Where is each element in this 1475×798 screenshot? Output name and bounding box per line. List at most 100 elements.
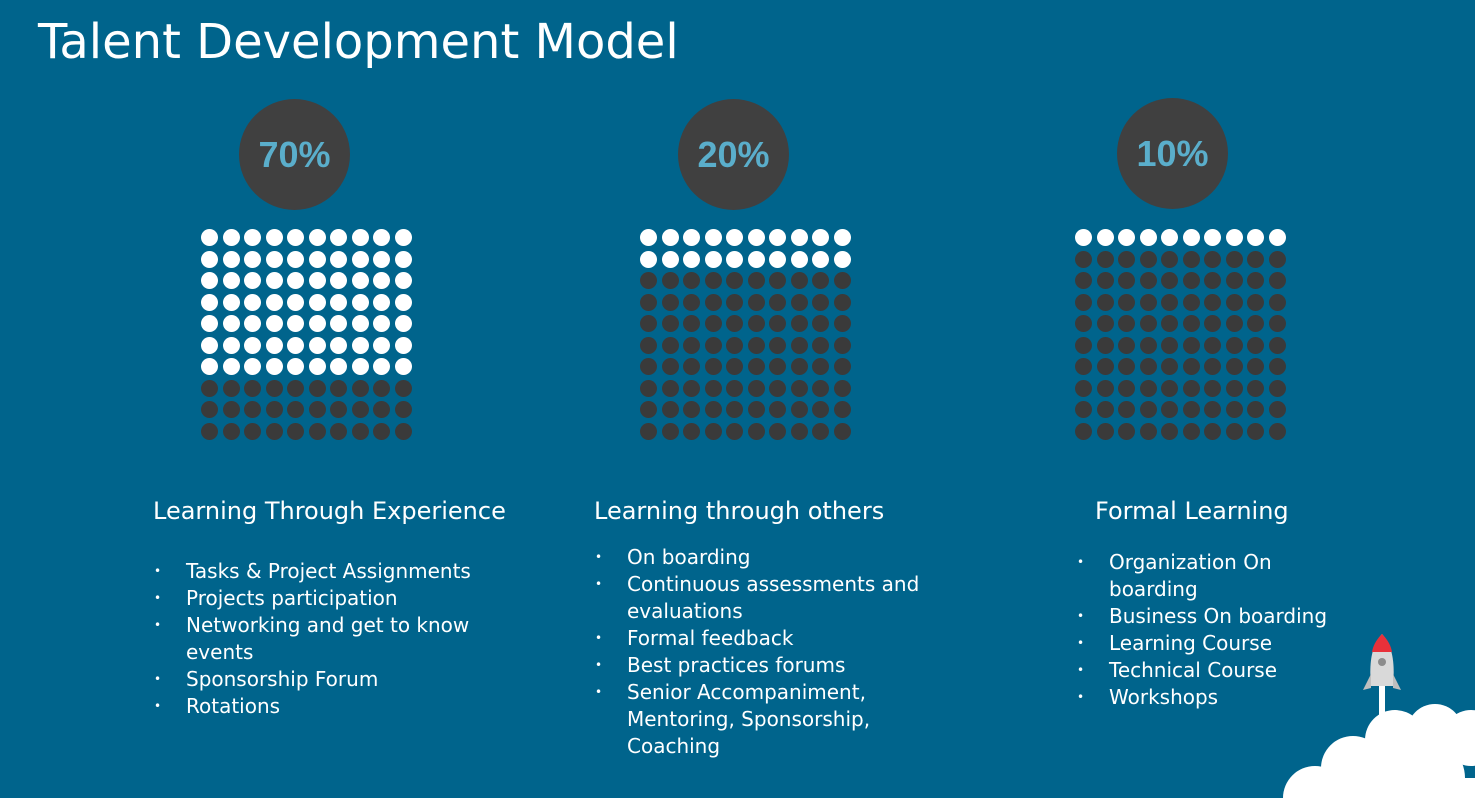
list-item: •Formal feedback (595, 626, 794, 650)
dot-empty (1096, 358, 1114, 375)
dot-empty (812, 336, 829, 354)
column-heading: Formal Learning (1095, 497, 1289, 525)
dot-grid (1075, 229, 1286, 440)
dot-empty (244, 422, 261, 440)
dot-empty (769, 272, 786, 289)
dot-empty (373, 401, 390, 418)
dot-empty (1268, 293, 1286, 311)
dot-filled (287, 336, 304, 354)
dot-empty (1182, 422, 1200, 440)
dot-empty (812, 315, 829, 332)
dot-empty (661, 401, 679, 418)
dot-empty (726, 422, 743, 440)
dot-empty (1096, 401, 1114, 418)
dot-empty (265, 379, 283, 397)
dot-filled (790, 250, 808, 268)
dot-filled (394, 293, 412, 311)
dot-empty (833, 358, 851, 375)
dot-empty (812, 358, 829, 375)
dot-filled (812, 250, 829, 268)
dot-empty (1139, 336, 1157, 354)
dot-empty (683, 293, 700, 311)
dot-empty (1225, 293, 1243, 311)
dot-filled (265, 336, 283, 354)
dot-empty (1204, 315, 1221, 332)
dot-empty (1139, 272, 1157, 289)
dot-empty (330, 379, 347, 397)
dot-empty (373, 422, 390, 440)
dot-empty (704, 336, 722, 354)
dot-empty (704, 401, 722, 418)
dot-empty (1225, 401, 1243, 418)
dot-empty (640, 401, 657, 418)
dot-empty (1182, 250, 1200, 268)
dot-empty (351, 379, 369, 397)
dot-empty (222, 422, 240, 440)
dot-filled (1268, 229, 1286, 246)
dot-empty (1096, 422, 1114, 440)
dot-filled (287, 315, 304, 332)
dot-empty (1247, 379, 1264, 397)
dot-empty (661, 272, 679, 289)
dot-filled (1118, 229, 1135, 246)
dot-empty (394, 422, 412, 440)
dot-empty (201, 422, 218, 440)
dot-empty (812, 401, 829, 418)
dot-empty (244, 379, 261, 397)
dot-empty (1096, 250, 1114, 268)
dot-filled (704, 250, 722, 268)
dot-empty (683, 336, 700, 354)
dot-filled (351, 229, 369, 246)
dot-empty (769, 315, 786, 332)
dot-filled (351, 358, 369, 375)
dot-empty (1182, 315, 1200, 332)
dot-empty (1204, 250, 1221, 268)
dot-empty (683, 379, 700, 397)
dot-empty (1161, 272, 1178, 289)
dot-empty (373, 379, 390, 397)
dot-empty (726, 401, 743, 418)
dot-filled (201, 293, 218, 311)
dot-filled (1247, 229, 1264, 246)
dot-empty (726, 315, 743, 332)
dot-filled (308, 336, 326, 354)
dot-filled (308, 315, 326, 332)
dot-empty (1268, 401, 1286, 418)
dot-filled (394, 272, 412, 289)
dot-empty (1075, 250, 1092, 268)
percent-label: 70% (258, 133, 331, 175)
dot-filled (373, 315, 390, 332)
dot-empty (1139, 293, 1157, 311)
list-item: •Organization On boarding (1077, 550, 1272, 601)
dot-empty (1161, 379, 1178, 397)
dot-filled (265, 229, 283, 246)
page-title: Talent Development Model (38, 14, 679, 70)
dot-filled (351, 293, 369, 311)
dot-empty (1182, 293, 1200, 311)
dot-empty (1096, 379, 1114, 397)
dot-filled (1075, 229, 1092, 246)
dot-empty (1204, 336, 1221, 354)
dot-empty (1161, 358, 1178, 375)
dot-empty (1161, 422, 1178, 440)
dot-empty (683, 401, 700, 418)
dot-empty (704, 379, 722, 397)
dot-empty (1247, 293, 1264, 311)
dot-empty (790, 379, 808, 397)
dot-empty (726, 272, 743, 289)
list-item: •Best practices forums (595, 653, 846, 677)
dot-empty (1075, 272, 1092, 289)
dot-empty (308, 379, 326, 397)
dot-empty (790, 336, 808, 354)
dot-filled (683, 250, 700, 268)
dot-empty (790, 272, 808, 289)
dot-filled (833, 250, 851, 268)
dot-empty (308, 401, 326, 418)
dot-empty (683, 358, 700, 375)
dot-empty (640, 315, 657, 332)
dot-empty (661, 358, 679, 375)
dot-empty (769, 293, 786, 311)
dot-filled (726, 250, 743, 268)
dot-filled (1096, 229, 1114, 246)
dot-filled (265, 315, 283, 332)
